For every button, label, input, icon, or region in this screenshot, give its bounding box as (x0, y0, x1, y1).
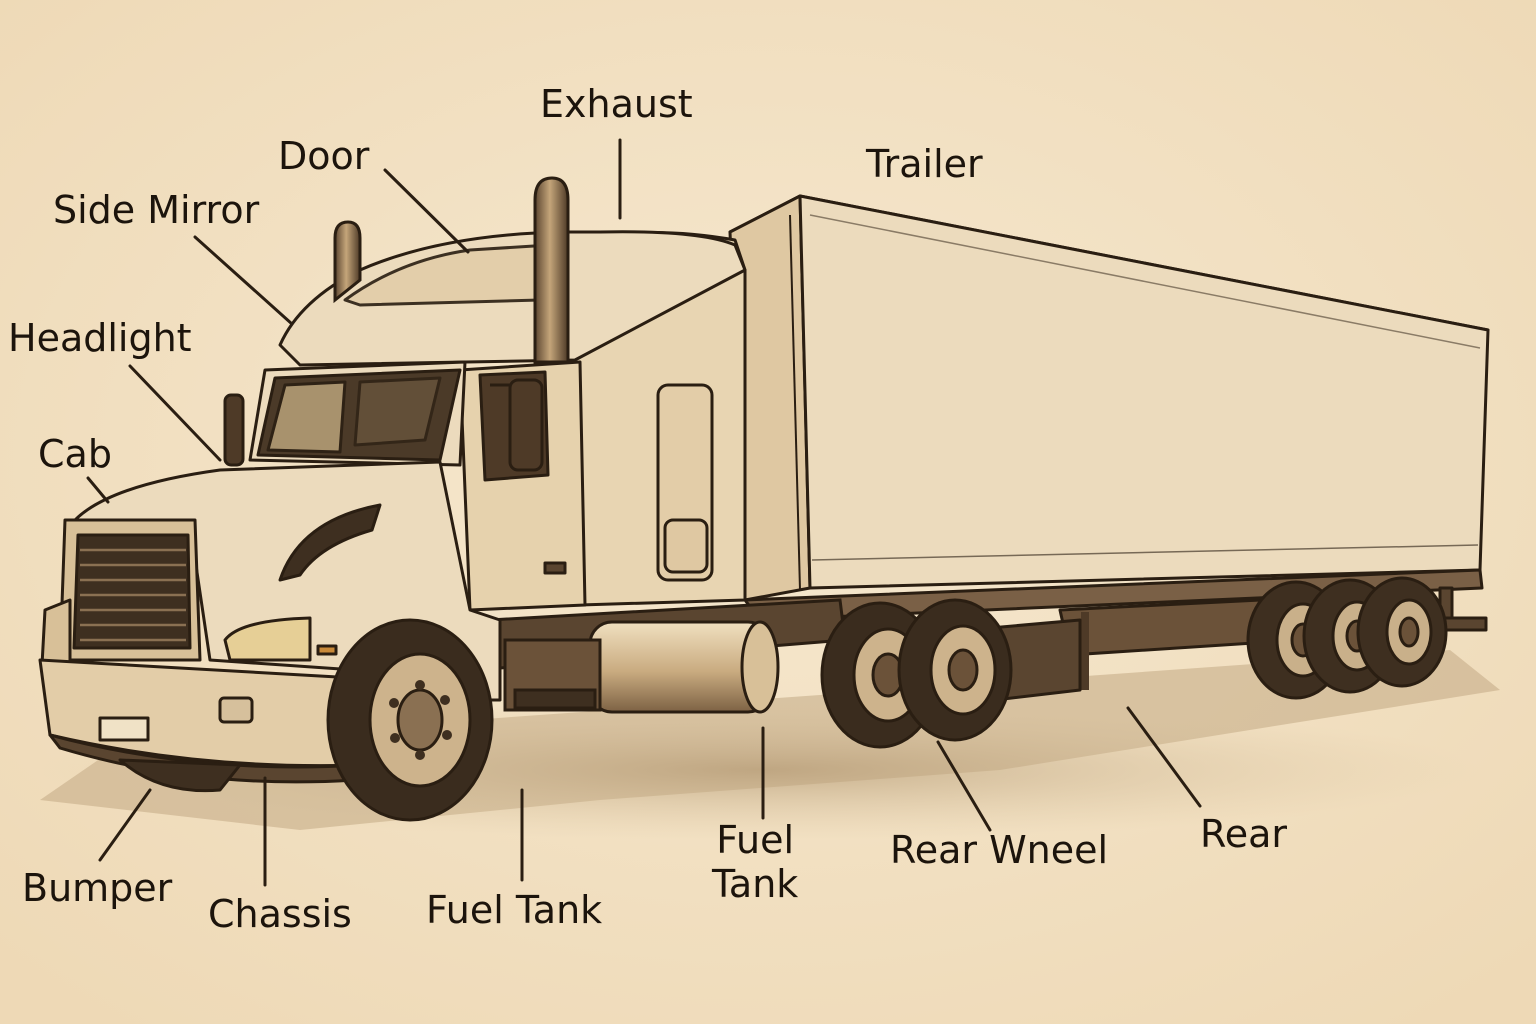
label-fuel-tank: Fuel Tank (426, 888, 603, 932)
label-rear-wheel: Rear Wneel (890, 828, 1109, 872)
drive-wheels (820, 598, 1013, 749)
exhaust-stacks (333, 176, 570, 364)
label-bumper: Bumper (22, 866, 173, 910)
fuel-tank-illustration (503, 620, 780, 714)
leader-lines (86, 138, 1202, 887)
leader-door (383, 168, 470, 254)
label-rear: Rear (1200, 812, 1287, 856)
label-exhaust: Exhaust (540, 82, 693, 126)
leader-cab (86, 476, 110, 504)
leader-headlight (128, 364, 222, 462)
leader-rear (1126, 706, 1202, 808)
label-trailer: Trailer (866, 142, 983, 186)
label-headlight: Headlight (8, 316, 192, 360)
front-wheel (326, 618, 494, 822)
trailer-rear-wheels (1246, 576, 1448, 700)
label-cab: Cab (38, 432, 112, 476)
leader-rear-wheel (936, 740, 992, 832)
label-fuel-tank-2: Fuel Tank (712, 818, 799, 906)
label-side-mirror: Side Mirror (53, 188, 260, 232)
mirrors (223, 378, 544, 472)
cab-body (38, 230, 747, 793)
label-door: Door (278, 134, 370, 178)
leader-bumper (98, 788, 152, 862)
label-chassis: Chassis (208, 892, 352, 936)
leader-side-mirror (193, 235, 294, 326)
